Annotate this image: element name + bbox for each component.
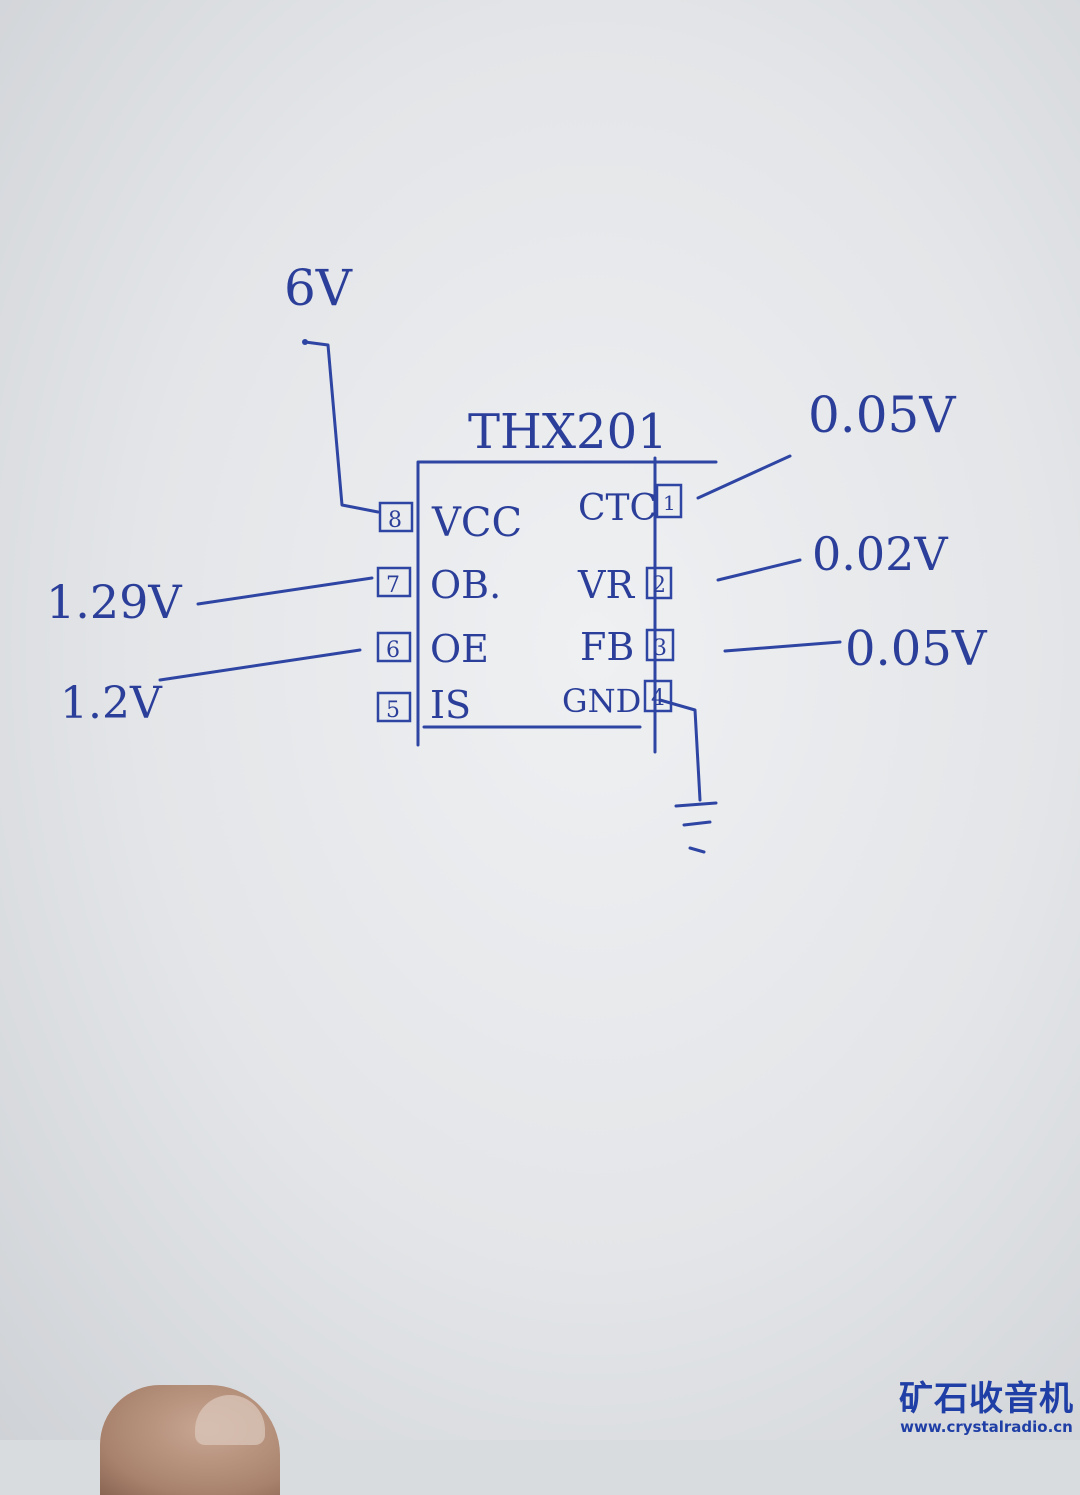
pin-num-4: 4 [651, 686, 665, 711]
voltage-oe: 1.2V [60, 678, 163, 729]
chip-name: THX201 [468, 404, 668, 460]
pin-box-3 [645, 628, 675, 662]
voltage-vr: 0.02V [812, 527, 948, 581]
pin-box-2 [645, 566, 673, 600]
watermark-url: www.crystalradio.cn [900, 1418, 1073, 1436]
wire-fb [723, 640, 842, 653]
voltage-ob: 1.29V [46, 575, 182, 629]
pin-label-vr: VR [577, 563, 635, 607]
pin-box-8 [378, 501, 414, 533]
pin-label-oe: OE [430, 627, 489, 671]
wire-gnd [658, 698, 702, 802]
pin-label-is: IS [430, 683, 471, 727]
watermark: 矿石收音机 www.crystalradio.cn [899, 1380, 1074, 1436]
voltage-ctc: 0.05V [808, 386, 956, 444]
pin-num-6: 6 [386, 638, 400, 663]
wire-vr [716, 558, 802, 582]
voltage-supply: 6V [284, 259, 353, 317]
pin-label-vcc: VCC [431, 500, 522, 546]
wire-oe [158, 648, 362, 682]
pin-box-5 [376, 691, 412, 723]
schematic-diagram: THX201 8 7 6 5 VCC OB. OE IS CTC VR FB G… [46, 259, 988, 854]
finger-nail [195, 1395, 265, 1445]
pin-box-6 [376, 631, 412, 663]
pin-box-4 [643, 679, 673, 713]
ground-symbol [674, 801, 718, 854]
pin-box-7 [376, 566, 412, 598]
paper-background [0, 0, 1080, 1440]
pin-num-8: 8 [388, 508, 402, 533]
pin-label-fb: FB [580, 625, 634, 669]
voltage-fb: 0.05V [845, 621, 988, 677]
chip-body-outline [416, 456, 718, 754]
pin-box-1 [655, 483, 683, 519]
pin-label-gnd: GND [562, 682, 641, 720]
pin-num-5: 5 [386, 698, 400, 723]
wire-ob [196, 576, 374, 606]
supply-node [302, 339, 308, 345]
pin-label-ctc: CTC [578, 488, 657, 529]
watermark-title: 矿石收音机 [899, 1379, 1074, 1419]
pin-num-1: 1 [663, 491, 676, 515]
pin-num-3: 3 [653, 636, 667, 661]
pin-num-7: 7 [386, 573, 400, 598]
wire-ctc [696, 454, 792, 500]
wire-vcc [303, 340, 380, 514]
pin-label-ob: OB. [430, 563, 501, 607]
pin-num-2: 2 [652, 573, 666, 598]
